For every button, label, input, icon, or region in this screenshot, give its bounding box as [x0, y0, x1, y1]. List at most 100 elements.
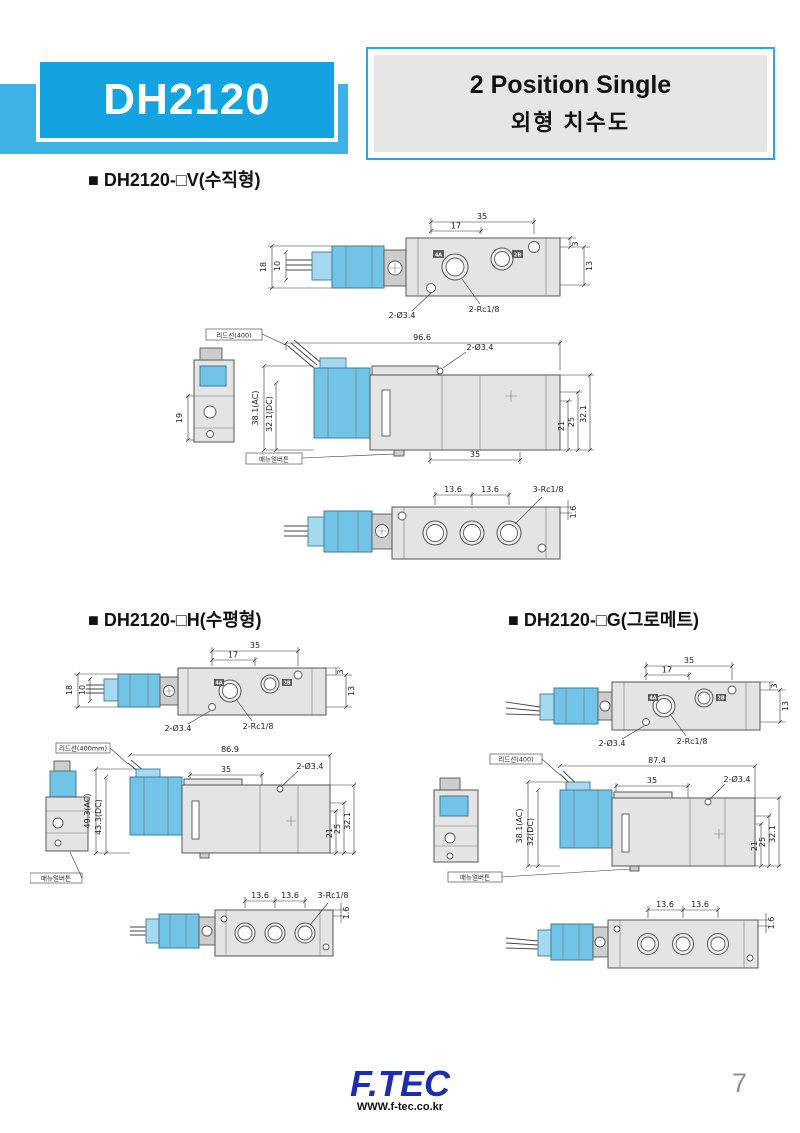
dim-text: 25	[567, 417, 576, 427]
callout-bottom-ports: 3-Rc1/8	[309, 891, 348, 926]
screw-slot	[165, 687, 173, 695]
port-mark-a-box	[648, 694, 658, 701]
callout-mount-holes: 2-Ø3.4	[599, 725, 645, 748]
detail-line	[441, 375, 547, 450]
label-text: 리드선(400)	[498, 755, 533, 764]
mount-hole	[293, 670, 303, 680]
detail-line	[565, 688, 585, 724]
mount-hole	[642, 718, 650, 726]
bracket-hole	[206, 430, 214, 438]
solenoid-cap	[307, 516, 325, 547]
solenoid-body	[313, 367, 371, 439]
mount-slot	[381, 389, 391, 437]
solenoid-body	[331, 245, 385, 289]
label-text: 리드선(400)	[216, 331, 251, 340]
callout-bottom-ports: 3-Rc1/8	[514, 485, 563, 525]
mount-hole	[426, 283, 436, 293]
solenoid-cap	[319, 357, 347, 369]
dim-port-pitch-1: 13.6	[645, 900, 719, 918]
dim-port-pitch-2: 13.6	[683, 900, 721, 913]
solenoid-body	[117, 673, 161, 708]
dim-text: 21	[557, 421, 566, 431]
dim-port-pitch-1: 13.6	[432, 485, 510, 505]
port-mark-a-box	[214, 679, 224, 686]
solenoid-body	[553, 687, 599, 725]
g-top-view: 4A 2B 35 17 3 13 2-Ø3.4	[505, 656, 790, 748]
callout-ports: 2-Rc1/8	[669, 713, 707, 746]
detail-line	[259, 785, 299, 853]
detail-line	[623, 682, 747, 730]
lead-wires	[284, 525, 308, 537]
solenoid-body	[550, 923, 594, 961]
port-mark-b-box	[716, 694, 726, 701]
company-logo: F.TEC	[349, 1063, 450, 1104]
dim-text: 32(DC)	[526, 818, 535, 846]
bottom-port-bore	[675, 936, 691, 952]
detail-line	[434, 825, 478, 847]
dim-text: 35	[221, 765, 231, 774]
bracket-hole	[446, 852, 454, 860]
page-title-line1: 2 Position Single	[469, 70, 672, 99]
label-text: 매뉴얼버튼	[460, 873, 490, 882]
port-b-bore	[263, 677, 277, 691]
lead-wires	[286, 259, 312, 271]
drawing-section-h: 4A 2B 35 17 3 13 18	[30, 641, 357, 957]
bottom-port-bore	[500, 524, 518, 542]
dim-height-dc: 43.3(DC)	[94, 774, 109, 856]
dim-width: 87.4	[557, 756, 758, 798]
solenoid-body	[323, 510, 373, 553]
bracket-tab	[199, 347, 223, 361]
dim-1-6: 1.6	[560, 500, 578, 520]
body-step	[613, 791, 673, 799]
callout-text: 2-Ø3.4	[389, 310, 416, 320]
detail-line	[337, 511, 359, 552]
dim-35: 35	[613, 776, 691, 798]
dim-text: 17	[451, 222, 461, 231]
h-bottom-view: 13.6 13.6 3-Rc1/8 1.6	[130, 891, 351, 957]
dim-1-6: 1.6	[333, 903, 351, 923]
bracket-hole	[444, 832, 456, 844]
dim-text: 13.6	[281, 891, 299, 900]
screw-slot	[378, 527, 386, 535]
dim-text: 25	[758, 837, 767, 847]
mount-hole	[613, 925, 621, 933]
dim-10: 10	[273, 249, 289, 283]
solenoid-end	[199, 365, 227, 387]
lead-wire-label: 리드선(400mm)	[55, 742, 129, 765]
mount-hole	[276, 785, 284, 793]
port-mark-b-box	[512, 250, 523, 258]
dim-text: 87.4	[648, 756, 666, 765]
bottom-port-bore	[267, 925, 283, 941]
detail-line	[327, 368, 357, 438]
dim-text: 43.3(DC)	[94, 799, 103, 835]
v-top-view: 4A 2B 35 17 3 13 18	[259, 212, 594, 320]
port-mark-a: 4A	[649, 696, 656, 702]
manual-button-label: 매뉴얼버튼	[447, 868, 631, 883]
dim-text: 13	[781, 701, 790, 711]
dim-text: 35	[477, 212, 487, 221]
port-mark-a-box	[433, 250, 444, 258]
port-mark-b-box	[282, 679, 292, 686]
bracket-end-view	[45, 796, 89, 852]
model-name: DH2120	[103, 75, 271, 124]
dim-text: 21	[325, 828, 334, 838]
label-text: 매뉴얼버튼	[41, 874, 71, 883]
dim-3: 3	[760, 681, 786, 691]
bracket-hole	[54, 839, 62, 847]
dim-text: 13	[585, 261, 594, 271]
dim-13: 13	[560, 244, 594, 288]
lead-wires	[86, 684, 104, 694]
dim-35-bottom: 35	[427, 450, 523, 464]
mount-slot	[621, 813, 630, 853]
dim-35: 35	[209, 641, 301, 666]
body-step	[183, 778, 243, 786]
h-top-view: 4A 2B 35 17 3 13 18	[65, 641, 356, 733]
solenoid-cap	[311, 251, 333, 281]
valve-body	[611, 681, 761, 731]
callout-text: 2-Ø3.4	[297, 761, 324, 771]
solenoid-cap	[135, 768, 161, 778]
dim-10: 10	[78, 676, 93, 704]
dim-17: 17	[428, 222, 484, 234]
dim-height-ac: 49.3(AC)	[83, 766, 136, 856]
